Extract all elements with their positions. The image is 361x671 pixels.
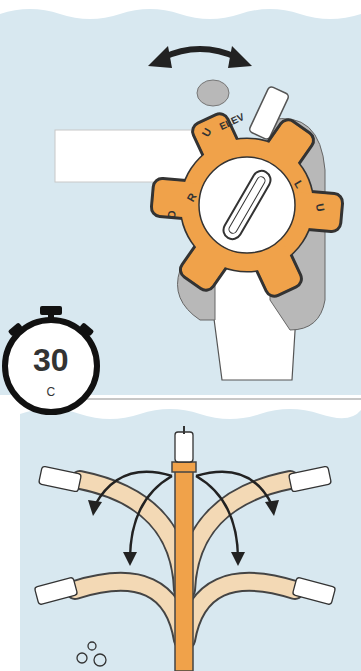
knob-label: D	[166, 209, 178, 219]
tip-detail	[183, 426, 185, 434]
thumb	[197, 80, 229, 106]
timer-icon	[5, 306, 97, 412]
tube-ring	[172, 462, 196, 472]
timer-unit: C	[47, 386, 56, 398]
rotate-arrow	[162, 49, 238, 58]
water-panel	[20, 409, 361, 671]
arrow-head	[228, 46, 252, 68]
timer-number: 30	[33, 344, 69, 376]
insertion-tube	[175, 470, 193, 671]
bend-arrows	[95, 472, 272, 560]
control-knob	[151, 111, 344, 299]
arrow-head	[88, 500, 279, 566]
bubbles	[77, 642, 106, 666]
arrow-head	[148, 46, 172, 68]
scope-strip	[55, 130, 205, 182]
knob-label: U	[314, 202, 326, 212]
scope-tip	[175, 432, 193, 462]
